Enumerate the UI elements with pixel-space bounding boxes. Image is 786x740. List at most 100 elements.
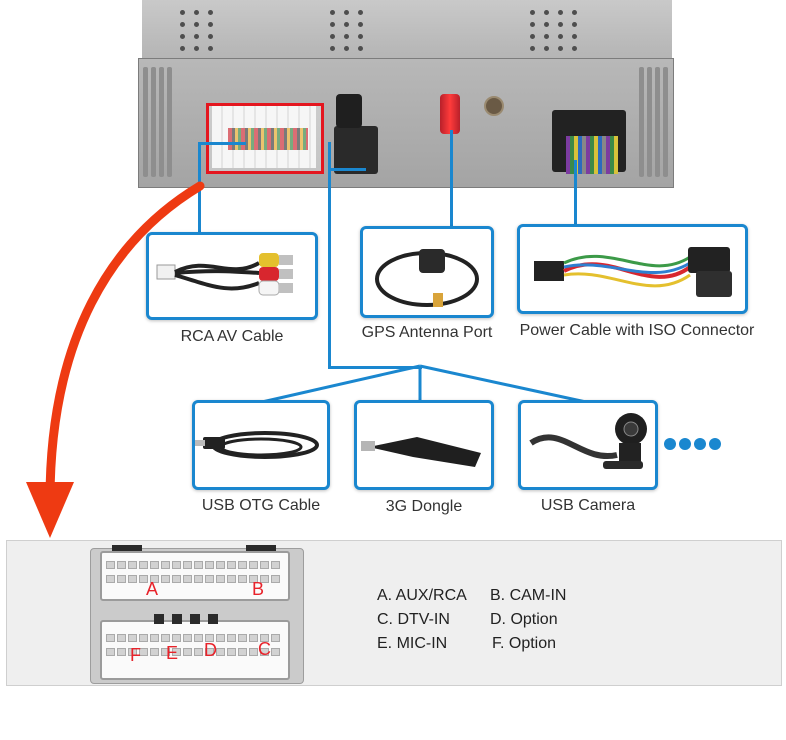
connector-pin	[106, 648, 115, 656]
caption-usb-otg-cable: USB OTG Cable	[201, 497, 321, 514]
connector-pin	[216, 575, 225, 583]
connector-pin	[194, 648, 203, 656]
heatsink-rib	[663, 67, 668, 177]
vent-hole	[344, 34, 349, 39]
connector-pin	[172, 648, 181, 656]
vent-hole	[358, 22, 363, 27]
connector-pin	[238, 648, 247, 656]
line-to-power	[574, 160, 577, 226]
vent-hole	[180, 22, 185, 27]
legend-item-a: A. AUX/RCA	[377, 587, 467, 604]
connector-pin	[161, 575, 170, 583]
red-curved-arrow	[26, 181, 205, 538]
legend-item-c: C. DTV-IN	[377, 611, 450, 628]
vent-hole	[544, 34, 549, 39]
vent-hole	[208, 46, 213, 51]
caption-rca-av-cable: RCA AV Cable	[180, 328, 284, 345]
connector-pin	[117, 561, 126, 569]
connector-pin	[128, 648, 137, 656]
line-to-rca	[198, 142, 246, 145]
connector-pin	[227, 575, 236, 583]
connector-pin	[117, 634, 126, 642]
connector-pin	[260, 648, 269, 656]
vent-hole	[558, 34, 563, 39]
connector-pin	[216, 648, 225, 656]
legend-item-e: E. MIC-IN	[377, 635, 448, 652]
connector-pin	[128, 575, 137, 583]
connector-pin	[106, 561, 115, 569]
vent-hole	[572, 34, 577, 39]
vent-hole	[180, 34, 185, 39]
connector-pin	[271, 575, 280, 583]
connector-latch-left	[112, 545, 142, 551]
line-usb-vertical	[328, 142, 331, 368]
connector-pin	[128, 561, 137, 569]
card-gps-antenna	[360, 226, 494, 318]
legend-item-d: D. Option	[490, 611, 558, 628]
line-to-gps	[450, 130, 453, 230]
connector-pin	[249, 575, 258, 583]
vent-hole	[358, 10, 363, 15]
vent-hole	[530, 10, 535, 15]
vent-hole	[544, 10, 549, 15]
power-cable-icon	[534, 247, 732, 297]
card-usb-otg-cable	[192, 400, 330, 490]
usb-port	[334, 126, 378, 174]
vent-hole	[358, 46, 363, 51]
vent-hole	[330, 34, 335, 39]
connector-pin	[260, 575, 269, 583]
connector-pin	[260, 561, 269, 569]
connector-pin	[150, 648, 159, 656]
vent-hole	[344, 10, 349, 15]
connector-pin	[238, 575, 247, 583]
caption-power-cable: Power Cable with ISO Connector	[519, 322, 755, 339]
vent-hole	[194, 46, 199, 51]
connector-letter-d: D	[204, 640, 217, 660]
connector-pin	[106, 634, 115, 642]
connector-pin	[249, 648, 258, 656]
rear-av-wires	[228, 128, 308, 150]
usb-otg-cable-icon	[195, 431, 319, 459]
vent-hole	[194, 10, 199, 15]
connector-latch-right	[246, 545, 276, 551]
connector-pin	[117, 575, 126, 583]
vent-hole	[180, 46, 185, 51]
vent-hole	[530, 34, 535, 39]
vent-hole	[180, 10, 185, 15]
connector-letter-e: E	[166, 643, 179, 663]
connector-pin	[227, 648, 236, 656]
connector-pin	[238, 561, 247, 569]
connector-pin	[227, 634, 236, 642]
caption-gps-antenna: GPS Antenna Port	[361, 324, 493, 341]
card-3g-dongle	[354, 400, 494, 490]
vent-hole	[558, 10, 563, 15]
more-devices-dots-icon	[664, 438, 721, 450]
3g-dongle-icon	[361, 437, 481, 467]
heatsink-rib	[167, 67, 172, 177]
gps-sma-connector	[440, 94, 460, 134]
vent-hole	[330, 46, 335, 51]
usb-branch-lines	[261, 364, 587, 404]
connector-pin	[216, 634, 225, 642]
connector-pin	[150, 634, 159, 642]
heatsink-rib	[655, 67, 660, 177]
connector-pin	[183, 634, 192, 642]
usb-plug-cable	[336, 94, 362, 128]
card-power-cable	[517, 224, 748, 314]
vent-hole	[572, 10, 577, 15]
vent-hole	[344, 46, 349, 51]
connector-pin	[183, 575, 192, 583]
vent-hole	[344, 22, 349, 27]
connector-letter-b: B	[252, 579, 265, 599]
connector-pin	[106, 575, 115, 583]
vent-hole	[544, 46, 549, 51]
vent-hole	[572, 22, 577, 27]
connector-lower-block	[100, 620, 290, 680]
highlighted-av-connector	[206, 103, 324, 174]
mounting-screw	[484, 96, 504, 116]
card-usb-camera	[518, 400, 658, 490]
vent-hole	[530, 22, 535, 27]
connector-pin	[161, 561, 170, 569]
vent-hole	[194, 34, 199, 39]
connector-pin	[205, 634, 214, 642]
